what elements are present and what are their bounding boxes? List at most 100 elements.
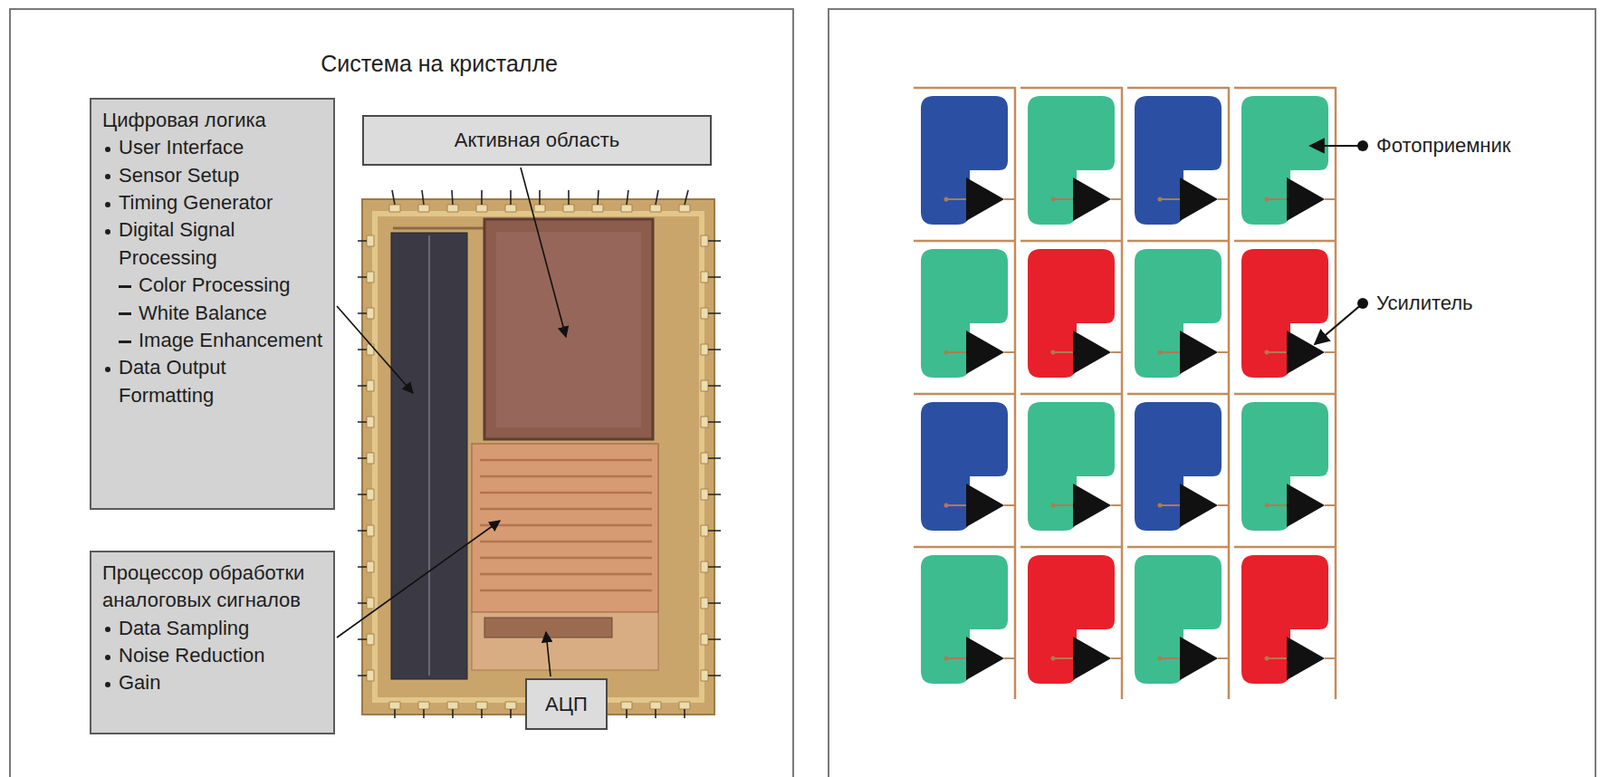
- bond-wires: [357, 190, 721, 719]
- bullet-mark: [105, 654, 111, 661]
- panel-frame: [9, 9, 794, 777]
- grid-line: [1020, 392, 1122, 547]
- bullet-mark: [105, 173, 111, 180]
- panel-frame: [828, 9, 1596, 777]
- list-item: Image Enhancement: [102, 326, 325, 355]
- list-item: Data Output Formatting: [102, 354, 325, 410]
- amplifier-symbol: [944, 330, 1016, 374]
- bullet-mark: [105, 229, 111, 235]
- grid-line: [1020, 546, 1122, 700]
- item-text: Digital Signal Processing: [118, 218, 235, 269]
- leader-line: [336, 306, 413, 393]
- grid-line: [1020, 86, 1122, 240]
- photodetector: [1241, 249, 1329, 378]
- dash-mark: [118, 285, 132, 288]
- chip-ring: [374, 213, 702, 700]
- amplifier-symbol: [1051, 483, 1123, 527]
- item-text: Noise Reduction: [118, 643, 265, 667]
- amplifier-symbol: [1051, 330, 1123, 374]
- function-list-box: Цифровая логикаUser InterfaceSensor Setu…: [89, 97, 336, 510]
- grid-line: [1127, 546, 1229, 700]
- amplifier-symbol: [1051, 177, 1123, 221]
- box-label: АЦП: [545, 692, 588, 717]
- photodetector: [1241, 95, 1329, 225]
- adc-area: [484, 617, 613, 638]
- leader-line: [336, 520, 500, 638]
- chip-periphery: [471, 612, 659, 671]
- bullet-mark: [105, 146, 111, 153]
- item-text: Image Enhancement: [138, 328, 323, 352]
- box-heading: Процессор обработки аналоговых сигналов: [102, 559, 325, 615]
- pointer-line: [1314, 303, 1363, 345]
- dash-mark: [118, 312, 132, 316]
- photodetector: [1027, 249, 1115, 378]
- grid-line: [1127, 239, 1229, 393]
- pointer-dot: [1357, 297, 1369, 309]
- amplifier-symbol: [944, 177, 1016, 221]
- amplifier-symbol: [1158, 636, 1230, 681]
- list-item: Color Processing: [102, 271, 325, 299]
- photodetector: [1241, 555, 1329, 684]
- list-item: Data Sampling: [102, 614, 325, 642]
- item-text: White Balance: [138, 301, 268, 325]
- pointer-label: Фотоприемник: [1376, 134, 1511, 158]
- bond-pads: [366, 204, 709, 709]
- grid-line: [1020, 239, 1122, 393]
- list-item: User Interface: [102, 134, 325, 162]
- amplifier-symbol: [1264, 177, 1337, 221]
- photodetector: [920, 95, 1008, 225]
- pointer-line: [1310, 144, 1363, 147]
- pointer-dot: [1357, 140, 1369, 152]
- list-item: Digital Signal Processing: [102, 216, 325, 272]
- item-text: Data Output Formatting: [118, 355, 227, 406]
- grid-line: [913, 546, 1016, 700]
- amplifier-symbol: [1264, 483, 1337, 527]
- item-text: User Interface: [118, 135, 244, 159]
- bullet-mark: [105, 366, 111, 373]
- active-area: [484, 219, 653, 440]
- amplifier-symbol: [1158, 177, 1230, 221]
- box-label: Активная область: [454, 128, 620, 153]
- callout-box: АЦП: [525, 678, 608, 730]
- photodetector: [1027, 95, 1115, 225]
- list-item: White Balance: [102, 299, 325, 327]
- item-text: Gain: [118, 670, 161, 694]
- leader-line: [520, 167, 566, 337]
- list-item: Timing Generator: [102, 189, 325, 217]
- photodetector: [1134, 402, 1222, 531]
- analog-area-stripes: [479, 459, 652, 591]
- active-area: [496, 231, 642, 428]
- grid-line: [1234, 546, 1336, 700]
- amplifier-symbol: [1051, 636, 1123, 681]
- photodetector: [920, 249, 1008, 378]
- pixel-array: [913, 86, 1336, 700]
- photodetector: [1134, 95, 1222, 225]
- amplifier-symbol: [1158, 330, 1230, 374]
- grid-line: [913, 392, 1016, 547]
- amplifier-symbol: [944, 483, 1016, 527]
- digital-logic-area: [428, 235, 431, 676]
- amplifier-symbol: [944, 636, 1016, 681]
- leader-line: [546, 632, 551, 677]
- amplifier-symbol: [1264, 330, 1337, 374]
- grid-line: [913, 86, 1016, 240]
- callout-box: Активная область: [362, 114, 712, 166]
- analog-area: [471, 443, 659, 613]
- photodetector: [1134, 555, 1222, 684]
- pointer-label: Усилитель: [1376, 291, 1474, 316]
- photodetector: [1134, 249, 1222, 378]
- chip-die: [362, 199, 715, 715]
- grid-line: [1234, 392, 1336, 547]
- bullet-mark: [105, 681, 111, 688]
- item-text: Color Processing: [138, 273, 291, 297]
- item-text: Sensor Setup: [118, 163, 240, 187]
- grid-line: [1127, 392, 1229, 547]
- photodetector: [1027, 555, 1115, 684]
- amplifier-symbol: [1264, 636, 1337, 681]
- photodetector: [920, 555, 1008, 684]
- item-text: Timing Generator: [118, 191, 273, 214]
- digital-logic-area: [391, 232, 468, 680]
- photodetector: [1027, 402, 1115, 531]
- list-item: Sensor Setup: [102, 162, 325, 190]
